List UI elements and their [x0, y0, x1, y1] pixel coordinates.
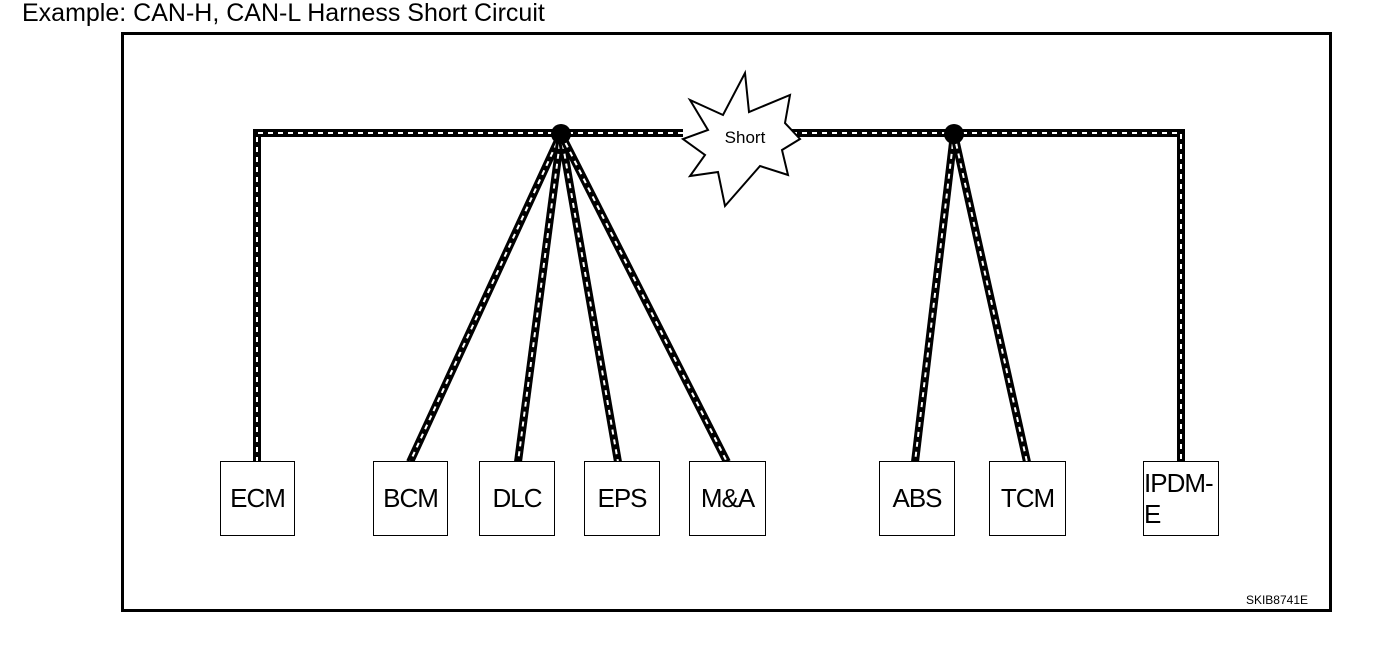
branch-dlc	[514, 133, 565, 463]
main-bus-line	[253, 129, 1185, 462]
module-box-ma: M&A	[689, 461, 766, 536]
module-box-ipdm-e: IPDM-E	[1143, 461, 1219, 536]
module-box-bcm: BCM	[373, 461, 448, 536]
module-box-tcm: TCM	[989, 461, 1066, 536]
diagram-caption: Example: CAN-H, CAN-L Harness Short Circ…	[22, 0, 545, 27]
harness-wires	[253, 129, 1185, 464]
branch-eps	[557, 133, 622, 463]
short-circuit-burst-icon	[680, 69, 802, 209]
reference-code: SKIB8741E	[1245, 593, 1308, 607]
branch-ma	[557, 132, 731, 464]
module-box-dlc: DLC	[479, 461, 555, 536]
diagram-frame	[121, 32, 1332, 612]
short-label: Short	[724, 128, 766, 147]
junction-node-right	[944, 124, 964, 144]
module-box-abs: ABS	[879, 461, 955, 536]
branch-bcm	[406, 132, 565, 464]
module-box-eps: EPS	[584, 461, 660, 536]
module-box-ecm: ECM	[220, 461, 295, 536]
branch-tcm	[950, 133, 1031, 463]
branch-abs	[911, 133, 958, 463]
junction-node-left	[551, 124, 571, 144]
